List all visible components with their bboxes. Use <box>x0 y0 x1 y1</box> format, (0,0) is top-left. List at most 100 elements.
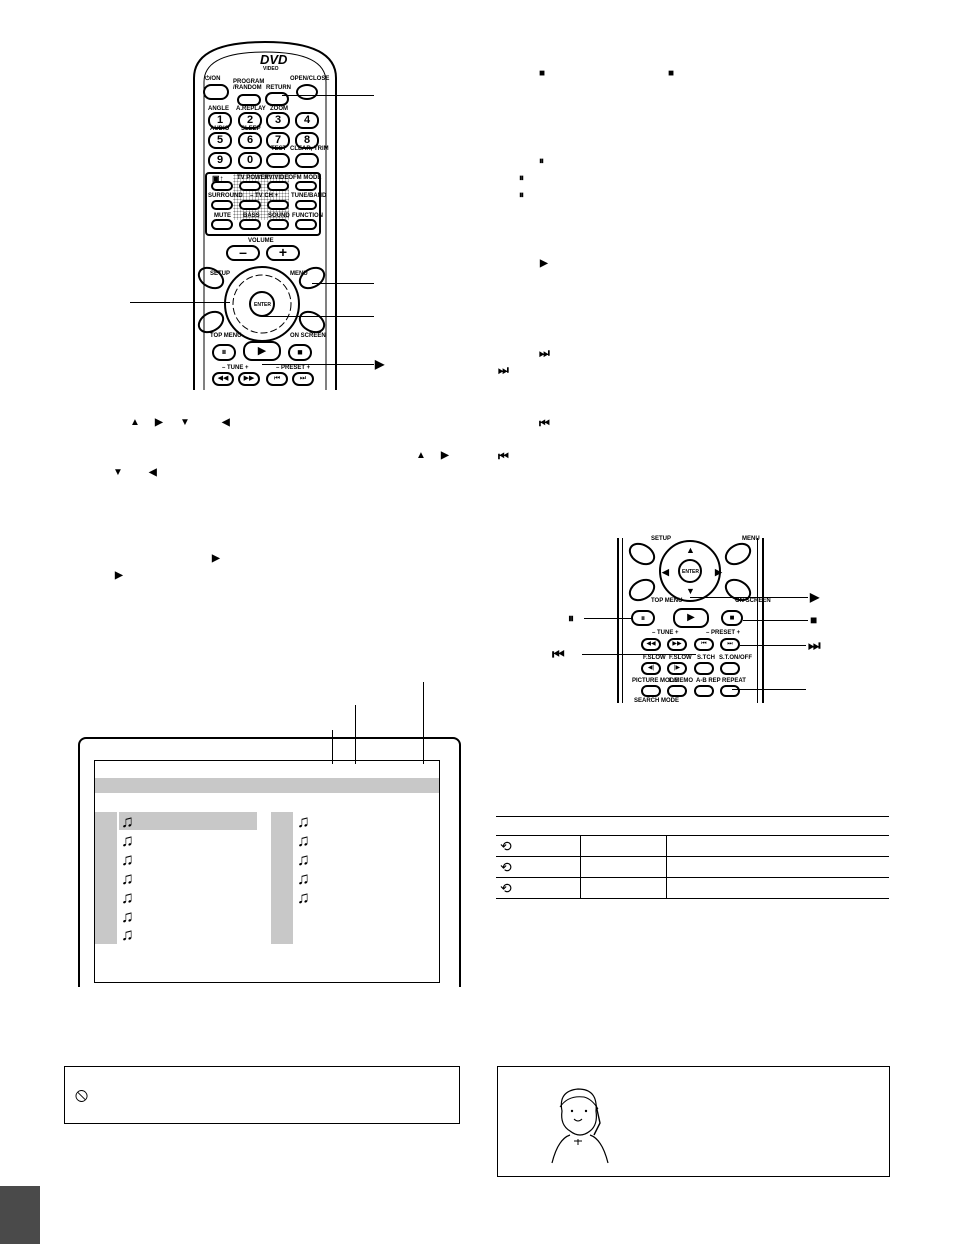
callout-play-glyph: ▶ <box>375 357 385 371</box>
open-close-label: OPEN/CLOSE <box>290 76 330 82</box>
callout-stop-glyph: ■ <box>810 613 818 627</box>
music-file-icon[interactable]: ♫ <box>121 869 134 888</box>
frame-forward-button[interactable]: |▶ <box>667 662 687 675</box>
repeat-button[interactable] <box>720 685 740 697</box>
music-file-icon[interactable]: ♫ <box>121 907 134 926</box>
ab-rep-button[interactable] <box>694 685 714 697</box>
play-button[interactable]: ▶ <box>243 341 281 361</box>
callout-repeat <box>732 689 806 690</box>
music-file-icon[interactable]: ♫ <box>121 812 134 831</box>
text-next-glyph-2: ⏭ <box>498 363 509 377</box>
tv-video-button[interactable] <box>267 181 289 191</box>
program-random-button[interactable] <box>237 94 261 106</box>
table-row: ⟲ <box>496 877 889 899</box>
rewind-button[interactable]: ◀◀ <box>212 372 234 386</box>
digit-0-button[interactable]: 0 <box>238 152 262 169</box>
open-close-button[interactable] <box>296 84 318 100</box>
text-left-glyph-2: ◀ <box>149 467 157 478</box>
test-button[interactable] <box>266 153 290 168</box>
mute-button[interactable] <box>211 219 233 230</box>
digit-6-button[interactable]: 6 <box>238 132 262 149</box>
digit-1-button[interactable]: 1 <box>208 112 232 129</box>
previous-button[interactable]: ⏮ <box>266 372 288 386</box>
repeat-icon: ⟲ <box>496 835 580 857</box>
callout-pause-glyph: ⏸ <box>568 611 575 625</box>
stop-button[interactable]: ■ <box>288 344 312 361</box>
callout-play-glyph-2: ▶ <box>810 590 820 604</box>
previous-button-2[interactable]: ⏮ <box>694 638 714 651</box>
surround-label: SURROUND <box>208 193 243 199</box>
next-button-2[interactable]: ⏭ <box>720 638 740 651</box>
tv-ch-down-button[interactable] <box>239 200 261 210</box>
tv-ch-up-button[interactable] <box>267 200 289 210</box>
right-list-scrollbar[interactable] <box>271 812 293 944</box>
st-onoff-button[interactable] <box>720 662 740 675</box>
power-button[interactable] <box>203 84 229 100</box>
fast-forward-button[interactable]: ▶▶ <box>238 372 260 386</box>
next-button[interactable]: ⏭ <box>292 372 314 386</box>
music-file-icon[interactable]: ♫ <box>121 831 134 850</box>
text-next-glyph: ⏭ <box>539 346 550 360</box>
surround-button[interactable] <box>211 200 233 210</box>
nav-left-button[interactable]: ◀ <box>662 567 669 577</box>
digit-4-button[interactable]: 4 <box>295 112 319 129</box>
nav-up-button[interactable]: ▲ <box>686 545 695 555</box>
digit-8-button[interactable]: 8 <box>295 132 319 149</box>
digit-9-button[interactable]: 9 <box>208 152 232 169</box>
digit-2-button[interactable]: 2 <box>238 112 262 129</box>
clear-trim-button[interactable] <box>295 153 319 168</box>
fm-mode-button[interactable] <box>295 181 317 191</box>
lmemo-button[interactable] <box>667 685 687 697</box>
music-file-icon[interactable]: ♫ <box>297 831 310 850</box>
callout-enter <box>262 316 374 317</box>
sound-button[interactable] <box>267 219 289 230</box>
music-file-icon[interactable]: ♫ <box>121 925 134 944</box>
music-file-icon[interactable]: ♫ <box>297 850 310 869</box>
callout-prev-glyph: ⏮ <box>552 646 565 662</box>
pause-button-2[interactable]: ⏸ <box>631 610 655 626</box>
callout-play <box>262 364 374 365</box>
text-right-glyph-2: ▶ <box>441 450 449 461</box>
volume-up-button[interactable]: + <box>266 245 300 261</box>
music-file-icon[interactable]: ♫ <box>297 812 310 831</box>
tune-band-label: TUNE/BAND <box>291 193 327 199</box>
digit-3-button[interactable]: 3 <box>266 112 290 129</box>
music-file-icon[interactable]: ♫ <box>297 869 310 888</box>
fast-forward-button-2[interactable]: ▶▶ <box>667 638 687 651</box>
rewind-button-2[interactable]: ◀◀ <box>641 638 661 651</box>
nav-down-button[interactable]: ▼ <box>686 586 695 596</box>
sleep-label: SLEEP <box>241 126 261 132</box>
play-button-2[interactable]: ▶ <box>673 608 709 628</box>
angle-label: ANGLE <box>208 106 229 112</box>
tv-select-button[interactable] <box>211 181 233 191</box>
function-button[interactable] <box>295 219 317 230</box>
text-pause-glyph-2: ⏸ <box>519 173 524 184</box>
stch-button[interactable] <box>694 662 714 675</box>
digit-7-button[interactable]: 7 <box>266 132 290 149</box>
left-list-scrollbar[interactable] <box>95 812 117 944</box>
text-pause-glyph: ⏸ <box>539 156 544 167</box>
tune-band-button[interactable] <box>295 200 317 210</box>
music-file-icon[interactable]: ♫ <box>297 888 310 907</box>
digit-5-button[interactable]: 5 <box>208 132 232 149</box>
frame-back-button[interactable]: ◀| <box>641 662 661 675</box>
pause-button[interactable]: ⏸ <box>212 344 236 361</box>
mute-label: MUTE <box>214 213 231 219</box>
stop-button-2[interactable]: ■ <box>721 610 743 626</box>
st-onoff-label: S.T.ON/OFF <box>719 655 752 661</box>
top-menu-label: TOP MENU <box>210 333 242 339</box>
volume-down-button[interactable]: – <box>226 245 260 261</box>
nav-right-button[interactable]: ▶ <box>715 567 722 577</box>
picture-mode-button[interactable] <box>641 685 661 697</box>
screen-area <box>94 760 440 983</box>
bass-button[interactable] <box>239 219 261 230</box>
tv-power-button[interactable] <box>239 181 261 191</box>
enter-button[interactable]: ENTER <box>254 302 271 308</box>
prohibited-note-box: ⦸ <box>64 1066 460 1124</box>
text-right-glyph: ▶ <box>155 417 163 428</box>
selected-file-highlight[interactable] <box>119 812 257 830</box>
music-file-icon[interactable]: ♫ <box>121 850 134 869</box>
music-file-icon[interactable]: ♫ <box>121 888 134 907</box>
enter-button-2[interactable]: ENTER <box>682 569 699 575</box>
ab-rep-label: A-B REP <box>696 678 721 684</box>
